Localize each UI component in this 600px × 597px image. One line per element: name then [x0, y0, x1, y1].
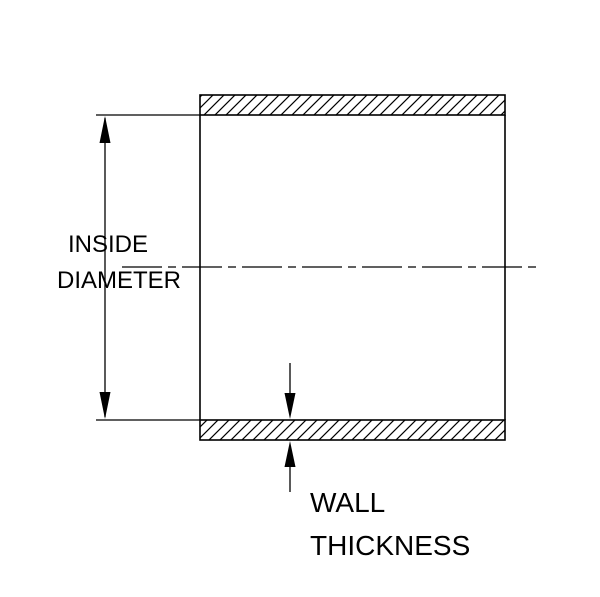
dimension-arrow-down [99, 392, 111, 419]
wall-thickness-arrow-up [284, 441, 296, 467]
dimension-arrow-up [99, 116, 111, 143]
wall-thickness-label-line1: WALL [310, 487, 385, 518]
inside-diameter-label-line2: DIAMETER [57, 267, 181, 294]
top-wall-cross-section [199, 94, 506, 116]
wall-thickness-label-line2: THICKNESS [310, 530, 470, 561]
bottom-wall-cross-section [199, 419, 506, 441]
inside-diameter-label-line1: INSIDE [68, 231, 148, 258]
wall-thickness-arrow-down [284, 393, 296, 419]
